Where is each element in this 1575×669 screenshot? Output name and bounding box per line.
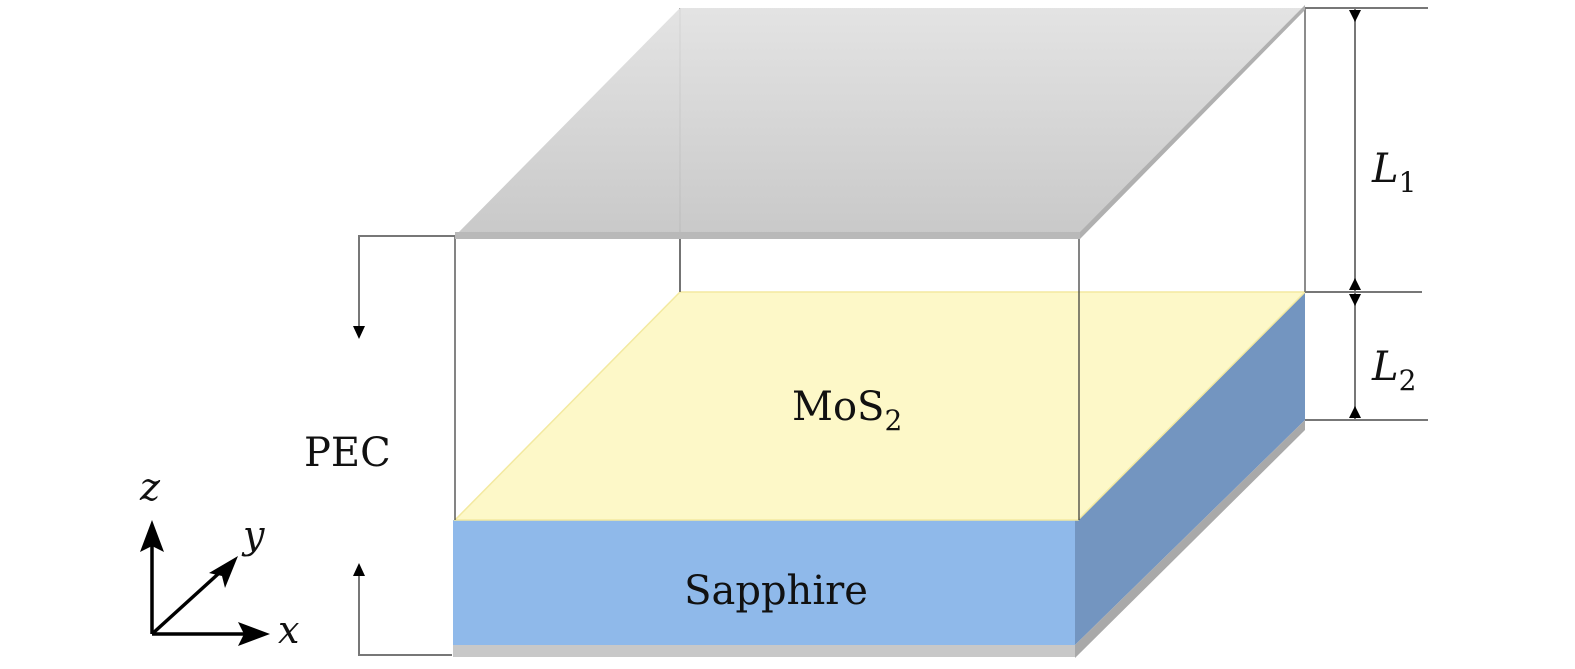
y-axis-label: y	[241, 513, 265, 557]
coordinate-axes	[150, 530, 258, 636]
dimension-arrows	[1349, 10, 1361, 418]
l2-label: L2	[1371, 344, 1416, 397]
pec-arrow-up	[353, 563, 365, 576]
pec-plate	[455, 8, 1305, 236]
pec-plate-edge	[455, 232, 1080, 239]
sapphire-bottom-edge	[453, 645, 1075, 657]
z-axis-label: z	[139, 465, 161, 509]
sapphire-side-edge	[1075, 420, 1305, 658]
pec-arrow-down	[353, 326, 365, 339]
dimension-lines	[1305, 7, 1428, 421]
y-axis-icon	[150, 563, 230, 636]
l1-label: L1	[1371, 146, 1416, 199]
pec-bracket	[358, 235, 455, 656]
pec-plate-side	[1080, 5, 1305, 239]
axis-arrowheads	[140, 520, 270, 646]
sapphire-side	[1075, 292, 1305, 645]
pec-label: PEC	[304, 430, 391, 476]
x-axis-label: x	[278, 608, 299, 652]
sapphire-label: Sapphire	[684, 568, 868, 614]
mos2-label: MoS2	[792, 384, 902, 437]
sapphire-front	[453, 520, 1075, 645]
